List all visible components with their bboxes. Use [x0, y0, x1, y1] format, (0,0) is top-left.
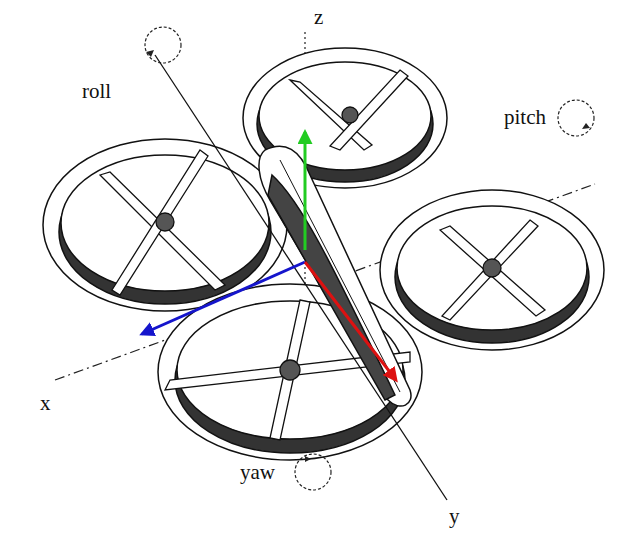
rotation-symbols — [145, 27, 594, 490]
axis-label: x — [38, 392, 53, 415]
y-arrow — [305, 262, 396, 380]
propellers — [100, 70, 545, 440]
axis-label: yaw — [238, 461, 277, 484]
axis-label: z — [312, 6, 325, 29]
axis-label: y — [447, 505, 462, 528]
body — [259, 146, 411, 406]
z-arrow — [304, 132, 307, 250]
axis-label: roll — [80, 80, 113, 103]
axis-label: pitch — [502, 106, 548, 129]
y-axis — [155, 55, 447, 500]
x-arrow — [142, 262, 305, 334]
rotation-heads — [146, 50, 590, 462]
rotor-rings — [43, 48, 604, 460]
